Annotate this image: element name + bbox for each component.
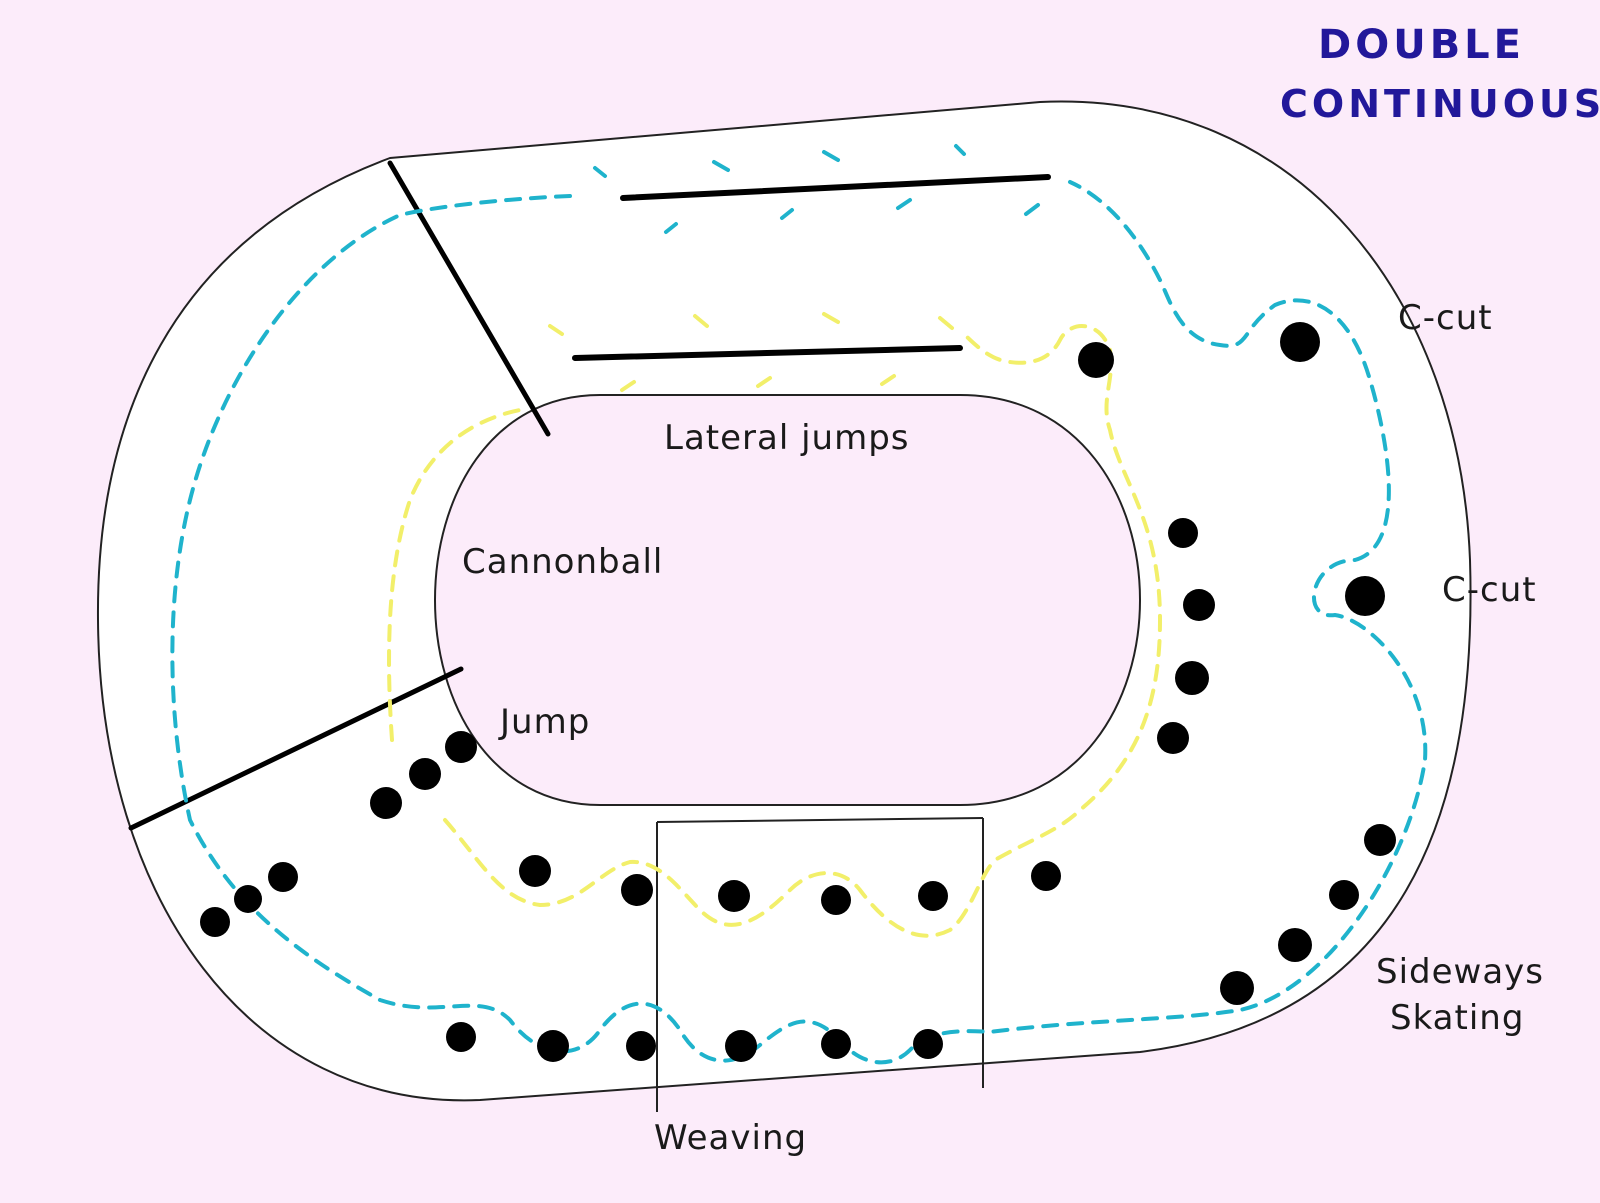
- cone: [1183, 589, 1215, 621]
- cone: [446, 1022, 476, 1052]
- cone: [626, 1031, 656, 1061]
- cone: [1157, 722, 1189, 754]
- cone: [370, 787, 402, 819]
- cone: [1329, 880, 1359, 910]
- label-sideways-line2: Skating: [1390, 998, 1525, 1038]
- outer-dashed-path: [170, 180, 1428, 1065]
- cone: [718, 880, 750, 912]
- inner-lateral-jump-marks: [548, 312, 954, 392]
- cone: [234, 885, 262, 913]
- label-c-cut-lower: C-cut: [1442, 570, 1537, 610]
- cone: [1031, 861, 1061, 891]
- label-lateral-jumps: Lateral jumps: [664, 418, 910, 458]
- label-weaving: Weaving: [654, 1118, 808, 1158]
- cone: [409, 758, 441, 790]
- outer-lateral-jump-marks: [593, 144, 1040, 234]
- title-line-1: DOUBLE: [1318, 22, 1525, 68]
- label-cannonball: Cannonball: [462, 542, 664, 582]
- label-sideways-line1: Sideways: [1376, 952, 1545, 992]
- cone: [519, 855, 551, 887]
- inner-dashed-path: [387, 324, 1163, 938]
- cone: [821, 1029, 851, 1059]
- rink-track: [96, 100, 1472, 1102]
- label-jump: Jump: [500, 702, 591, 742]
- cone: [537, 1030, 569, 1062]
- weaving-zone-top: [656, 817, 984, 823]
- cone: [918, 881, 948, 911]
- cone: [621, 874, 653, 906]
- cone: [913, 1029, 943, 1059]
- barrier-outer: [620, 174, 1051, 201]
- cone: [1078, 342, 1114, 378]
- title-line-2: CONTINUOUS: [1280, 82, 1600, 126]
- cone: [1364, 824, 1396, 856]
- cone: [725, 1030, 757, 1062]
- cone: [1280, 322, 1320, 362]
- barrier-inner: [572, 345, 963, 361]
- label-c-cut-upper: C-cut: [1398, 298, 1493, 338]
- cone: [1168, 518, 1198, 548]
- cone: [1220, 971, 1254, 1005]
- cone: [268, 862, 298, 892]
- cone: [200, 907, 230, 937]
- cone: [1278, 928, 1312, 962]
- cone: [1175, 661, 1209, 695]
- cones: [200, 322, 1396, 1062]
- divider-upper-left: [387, 160, 551, 437]
- cone: [821, 885, 851, 915]
- cone: [1345, 576, 1385, 616]
- cone: [445, 731, 477, 763]
